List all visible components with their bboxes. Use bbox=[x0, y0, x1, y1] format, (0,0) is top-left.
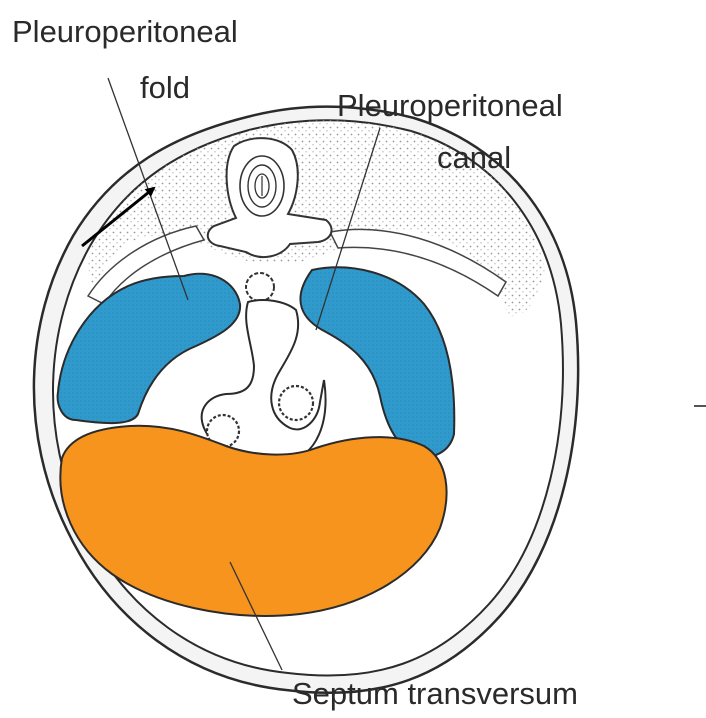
label-fold-line1: Pleuroperitoneal bbox=[12, 14, 238, 49]
dorsal-aorta bbox=[246, 273, 274, 301]
label-canal-line1: Pleuroperitoneal bbox=[337, 88, 563, 123]
label-septum: Septum transversum bbox=[292, 676, 578, 711]
vessel-right bbox=[279, 386, 313, 420]
label-canal-line2: canal bbox=[437, 140, 511, 175]
label-fold-line2: fold bbox=[140, 70, 190, 105]
